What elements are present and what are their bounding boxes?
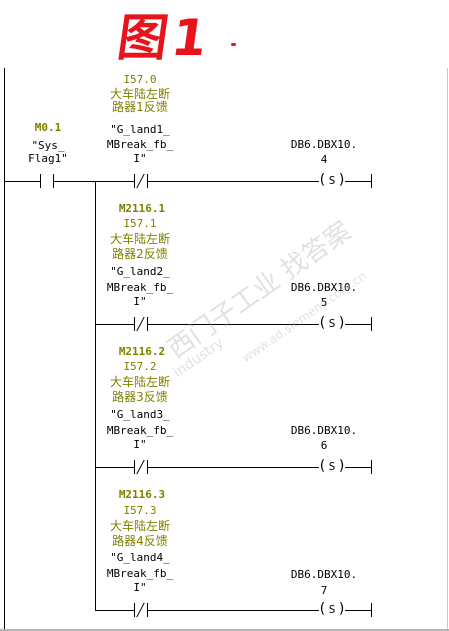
editor-bottom-border [0, 629, 449, 631]
rung4-contact-address[interactable]: I57.3 [123, 504, 157, 517]
rung2-set-coil[interactable]: S [318, 316, 346, 331]
rung1-wire-right [147, 181, 319, 182]
rung2-coil-address-1[interactable]: DB6.DBX10. [290, 281, 358, 294]
rung1-end-tick [371, 174, 372, 188]
rung2-comment-1: 大车陆左断 [109, 232, 170, 246]
rung3-coil-address-1[interactable]: DB6.DBX10. [290, 424, 358, 437]
rung1-symbol-2: MBreak_fb_ [106, 138, 174, 151]
rung3-symbol-2: MBreak_fb_ [106, 424, 174, 437]
rung4-comment-1: 大车陆左断 [109, 519, 170, 533]
rung3-symbol-3: I" [133, 438, 147, 451]
rung3-comment-2: 路器3反馈 [112, 390, 168, 404]
series-no-contact[interactable] [40, 174, 54, 188]
rung3-symbol-1: "G_land3_ [110, 408, 170, 421]
rung3-wire-left [95, 467, 134, 468]
rung1-symbol-3: I" [133, 152, 147, 165]
rung1-wire-left [95, 181, 134, 182]
series-contact-address[interactable]: M0.1 [34, 121, 62, 134]
rung2-wire-right [147, 324, 319, 325]
rung2-symbol-2: MBreak_fb_ [106, 281, 174, 294]
rung4-symbol-2: MBreak_fb_ [106, 567, 174, 580]
rung2-contact-address[interactable]: I57.1 [123, 217, 157, 230]
rung4-end-tick [371, 603, 372, 617]
rung2-comment-2: 路器2反馈 [112, 247, 168, 261]
rung4-symbol-1: "G_land4_ [110, 551, 170, 564]
rung4-coil-address-2: 7 [320, 584, 328, 597]
rung2-coil-address-2: 5 [320, 296, 328, 309]
rung3-coil-address-2: 6 [320, 439, 328, 452]
rung1-contact-address[interactable]: I57.0 [123, 73, 157, 86]
rung2-branch-address: M2116.1 [118, 202, 166, 215]
rung2-symbol-1: "G_land2_ [110, 265, 170, 278]
rung3-comment-1: 大车陆左断 [109, 375, 170, 389]
rung3-wire-end [345, 467, 371, 468]
rung1-wire-end [345, 181, 371, 182]
rung1-nc-contact[interactable] [134, 174, 148, 188]
rung4-coil-address-1[interactable]: DB6.DBX10. [290, 568, 358, 581]
rung4-nc-contact[interactable] [134, 603, 148, 617]
rung4-wire-right [147, 610, 319, 611]
rung4-branch-address: M2116.3 [118, 488, 166, 501]
series-contact-symbol-1: "Sys_ [31, 139, 65, 152]
series-contact-symbol-2: Flag1" [28, 152, 68, 165]
rung1-coil-address-2: 4 [320, 153, 328, 166]
rung4-wire-left [95, 610, 134, 611]
watermark-industry: industry [170, 334, 227, 382]
rung2-wire-left [95, 324, 134, 325]
rung3-contact-address[interactable]: I57.2 [123, 360, 157, 373]
rung4-symbol-3: I" [133, 581, 147, 594]
rung2-symbol-3: I" [133, 295, 147, 308]
rung1-symbol-1: "G_land1_ [110, 123, 170, 136]
rung1-set-coil[interactable]: S [318, 173, 346, 188]
handwritten-figure-label: 图1 [113, 9, 215, 67]
rung2-end-tick [371, 317, 372, 331]
rung3-set-coil[interactable]: S [318, 459, 346, 474]
rung4-wire-end [345, 610, 371, 611]
rung3-wire-right [147, 467, 319, 468]
rung1-comment-1: 大车陆左断 [109, 87, 170, 101]
rung-wire-main-left [4, 181, 40, 182]
handwritten-dot [231, 43, 236, 46]
rung4-set-coil[interactable]: S [318, 602, 346, 617]
rung1-comment-2: 路器1反馈 [112, 100, 168, 114]
rung4-comment-2: 路器4反馈 [112, 534, 168, 548]
branch-bus [95, 181, 96, 611]
rung-wire-main-mid [53, 181, 95, 182]
power-rail [4, 68, 5, 629]
editor-right-border [447, 68, 448, 629]
rung2-nc-contact[interactable] [134, 317, 148, 331]
rung2-wire-end [345, 324, 371, 325]
rung3-branch-address: M2116.2 [118, 345, 166, 358]
rung1-coil-address-1[interactable]: DB6.DBX10. [290, 138, 358, 151]
rung3-end-tick [371, 460, 372, 474]
rung3-nc-contact[interactable] [134, 460, 148, 474]
